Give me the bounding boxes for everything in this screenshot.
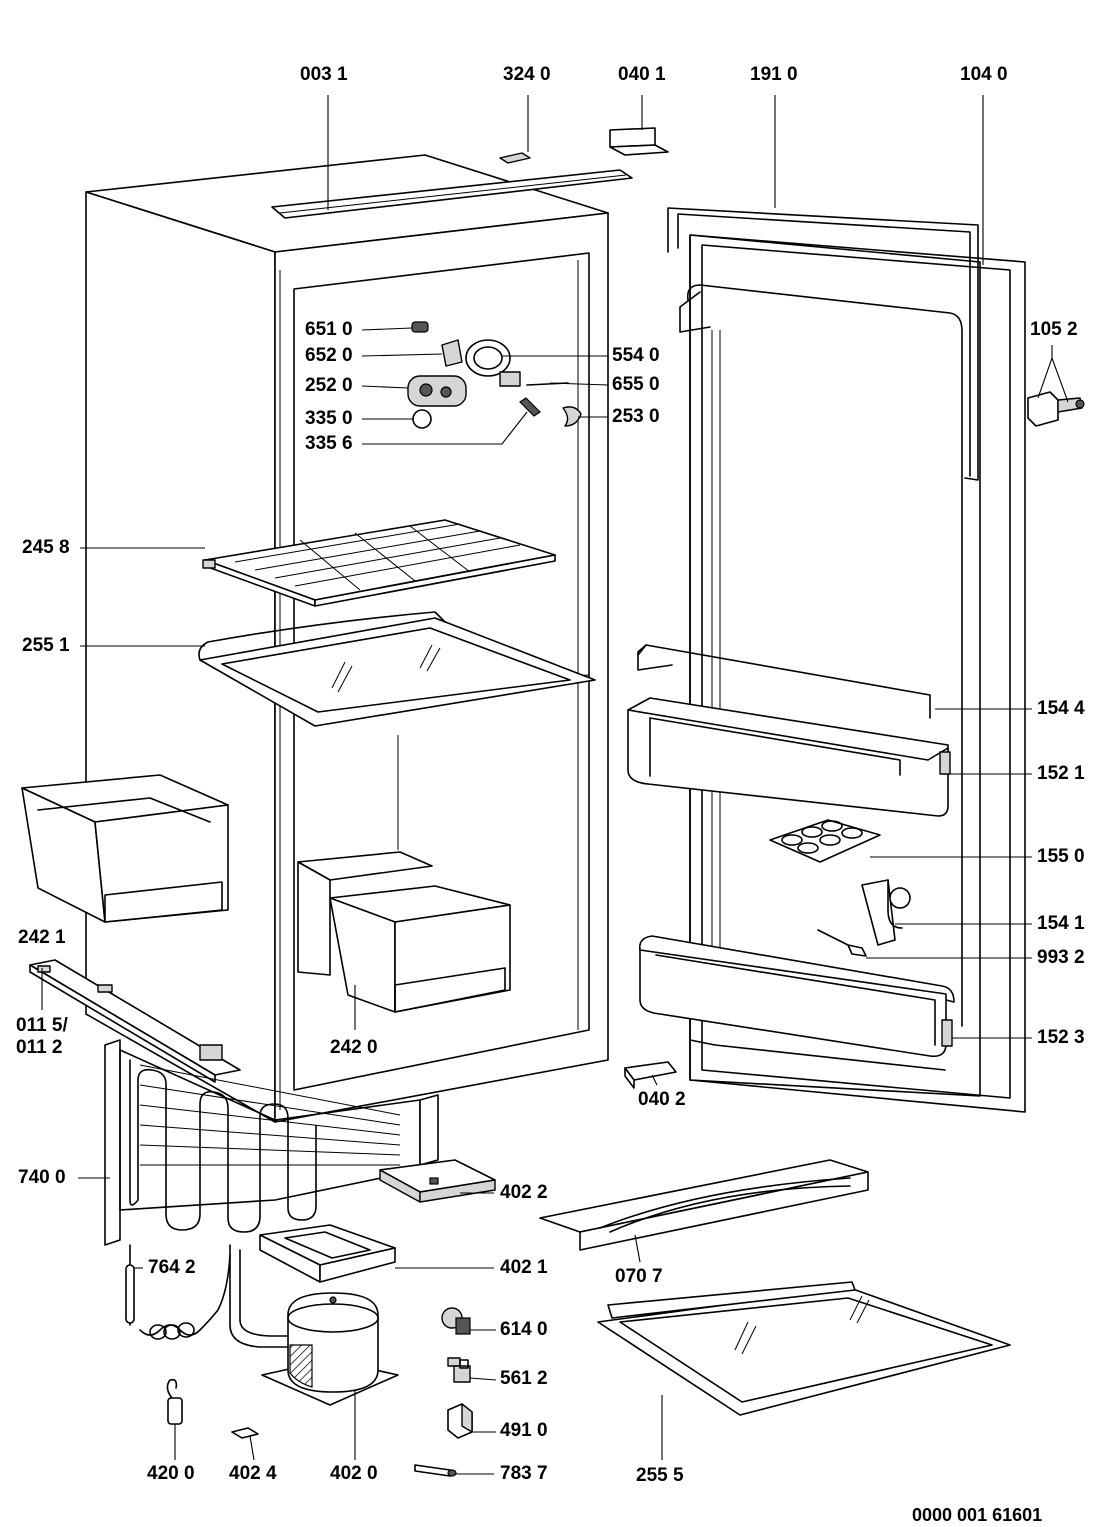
part-label-4020: 402 0 — [330, 1463, 378, 1484]
part-label-3356: 335 6 — [305, 433, 353, 454]
part-label-0401: 040 1 — [618, 64, 666, 85]
leader-lines — [41, 95, 1069, 1475]
door-gasket — [667, 207, 979, 481]
part-label-1544: 154 4 — [1037, 698, 1085, 719]
lower-hinge — [624, 1061, 677, 1089]
part-label-1040: 104 0 — [960, 64, 1008, 85]
part-label-0707: 070 7 — [615, 1266, 663, 1287]
base-rail — [29, 959, 241, 1083]
part-label-1521: 152 1 — [1037, 763, 1085, 784]
thermostat-assembly — [407, 321, 582, 429]
rear-condenser — [104, 1039, 439, 1246]
part-label-1052: 105 2 — [1030, 319, 1078, 340]
compressor — [229, 1244, 399, 1406]
part-label-1910: 191 0 — [750, 64, 798, 85]
part-label-4024: 402 4 — [229, 1463, 277, 1484]
clip-part — [499, 152, 531, 164]
glass-shelf-upper — [198, 611, 596, 727]
top-trim-strip — [271, 169, 633, 219]
part-label-1523: 152 3 — [1037, 1027, 1085, 1048]
crisper-drawer-right — [297, 851, 511, 1013]
door — [679, 234, 1026, 1113]
part-label-2458: 245 8 — [22, 537, 70, 558]
part-label-6550: 655 0 — [612, 374, 660, 395]
door-balcony-lower — [638, 935, 955, 1058]
part-label-2520: 252 0 — [305, 375, 353, 396]
part-label-4200: 420 0 — [147, 1463, 195, 1484]
part-label-2530: 253 0 — [612, 406, 660, 427]
part-label-6510: 651 0 — [305, 319, 353, 340]
part-label-7642: 764 2 — [148, 1257, 196, 1278]
part-label-4022: 402 2 — [500, 1182, 548, 1203]
part-label-6520: 652 0 — [305, 345, 353, 366]
glass-shelf-lower — [597, 1281, 1011, 1416]
capillary-sensor — [125, 1244, 231, 1340]
upper-hinge — [609, 127, 669, 156]
drip-tray — [379, 1159, 496, 1203]
bottle-rack-wire — [637, 644, 931, 719]
door-balcony-upper — [627, 697, 951, 817]
part-label-1550: 155 0 — [1037, 846, 1085, 867]
part-label-9932: 993 2 — [1037, 947, 1085, 968]
egg-tray — [769, 819, 881, 863]
part-label-2555: 255 5 — [636, 1465, 684, 1486]
part-label-1541: 154 1 — [1037, 913, 1085, 934]
lower-hinge-pins — [1027, 391, 1085, 427]
part-label-0031: 003 1 — [300, 64, 348, 85]
part-label-5612: 561 2 — [500, 1368, 548, 1389]
part-label-3350: 335 0 — [305, 408, 353, 429]
part-label-5540: 554 0 — [612, 345, 660, 366]
dispenser-part — [861, 879, 911, 946]
drawing-code: 0000 001 61601 — [912, 1505, 1043, 1525]
part-label-2421: 242 1 — [18, 927, 66, 948]
part-label-4021: 402 1 — [500, 1257, 548, 1278]
sensor-wire — [817, 929, 867, 957]
part-label-7400: 740 0 — [18, 1167, 66, 1188]
cover-strip — [539, 1159, 869, 1251]
part-label-0115: 011 5/ 011 2 — [16, 1015, 68, 1058]
electrical-parts — [441, 1307, 473, 1439]
part-label-0402: 040 2 — [638, 1089, 686, 1110]
compressor-bracket — [259, 1224, 396, 1283]
part-label-7837: 783 7 — [500, 1463, 548, 1484]
crisper-drawer-left — [21, 774, 229, 923]
part-label-3240: 324 0 — [503, 64, 551, 85]
part-label-6140: 614 0 — [500, 1319, 548, 1340]
small-parts-bottom — [166, 1378, 457, 1477]
part-label-4910: 491 0 — [500, 1420, 548, 1441]
part-label-2420: 242 0 — [330, 1037, 378, 1058]
part-label-2551: 255 1 — [22, 635, 70, 656]
wire-shelf — [202, 519, 556, 607]
